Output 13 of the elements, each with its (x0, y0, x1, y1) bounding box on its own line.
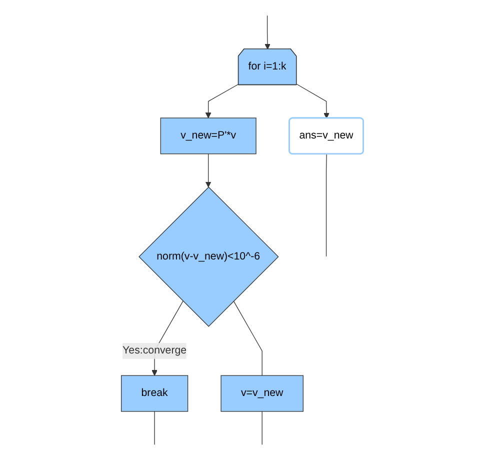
arrow (264, 15, 271, 50)
edge-label: Yes:converge (122, 344, 187, 356)
arrow (206, 154, 212, 188)
node-box: break (121, 375, 188, 412)
arrow (296, 84, 330, 119)
connector (326, 154, 328, 257)
arrow (206, 84, 240, 118)
node-diamond: norm(v-v_new)<10^-6 (138, 186, 279, 327)
connector (262, 411, 263, 445)
connector (154, 411, 156, 445)
node-box: v_new=P'*v (160, 118, 257, 154)
node-box: v=v_new (220, 375, 304, 412)
connector (233, 300, 263, 376)
